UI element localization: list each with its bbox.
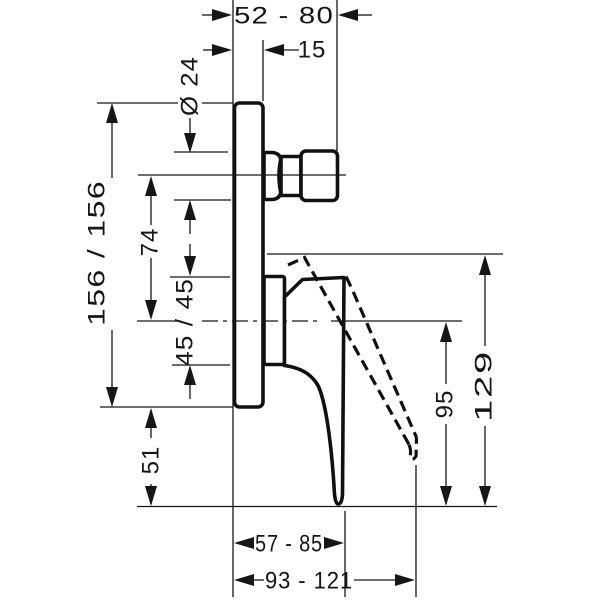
spindle-seam <box>277 155 283 197</box>
dim-label-spindle-to-valve: 74 <box>137 228 164 257</box>
wall-plate <box>232 101 265 409</box>
dim-label-spindle-diameter: Ø 24 <box>177 56 204 116</box>
spindle-cylinder <box>279 154 303 198</box>
dim-label-top-span: 52 - 80 <box>234 3 334 30</box>
dim-label-overall-height: 129 <box>471 350 498 422</box>
extension-lines <box>97 0 503 597</box>
dimension-labels: 52 - 80 15 Ø 24 156 / 156 74 45 / 45 51 … <box>84 3 498 595</box>
dim-label-lever-depth-span: 57 - 85 <box>255 531 323 558</box>
centerlines <box>137 174 462 322</box>
dimension-arrowheads <box>106 9 491 586</box>
dim-label-below-plate: 51 <box>138 446 165 475</box>
label-mask <box>178 91 202 118</box>
dim-label-lever-height: 95 <box>432 390 459 419</box>
dim-label-overall-depth-span: 93 - 121 <box>265 568 353 595</box>
dim-label-plate-size: 156 / 156 <box>84 180 111 326</box>
dim-label-plate-offset: 15 <box>298 37 327 64</box>
lever-handle <box>282 275 346 506</box>
spindle-cap <box>299 149 340 203</box>
dim-label-valve-span: 45 / 45 <box>172 278 199 366</box>
lever-handle-rotated-dashed <box>287 255 419 461</box>
fixture <box>232 101 419 506</box>
